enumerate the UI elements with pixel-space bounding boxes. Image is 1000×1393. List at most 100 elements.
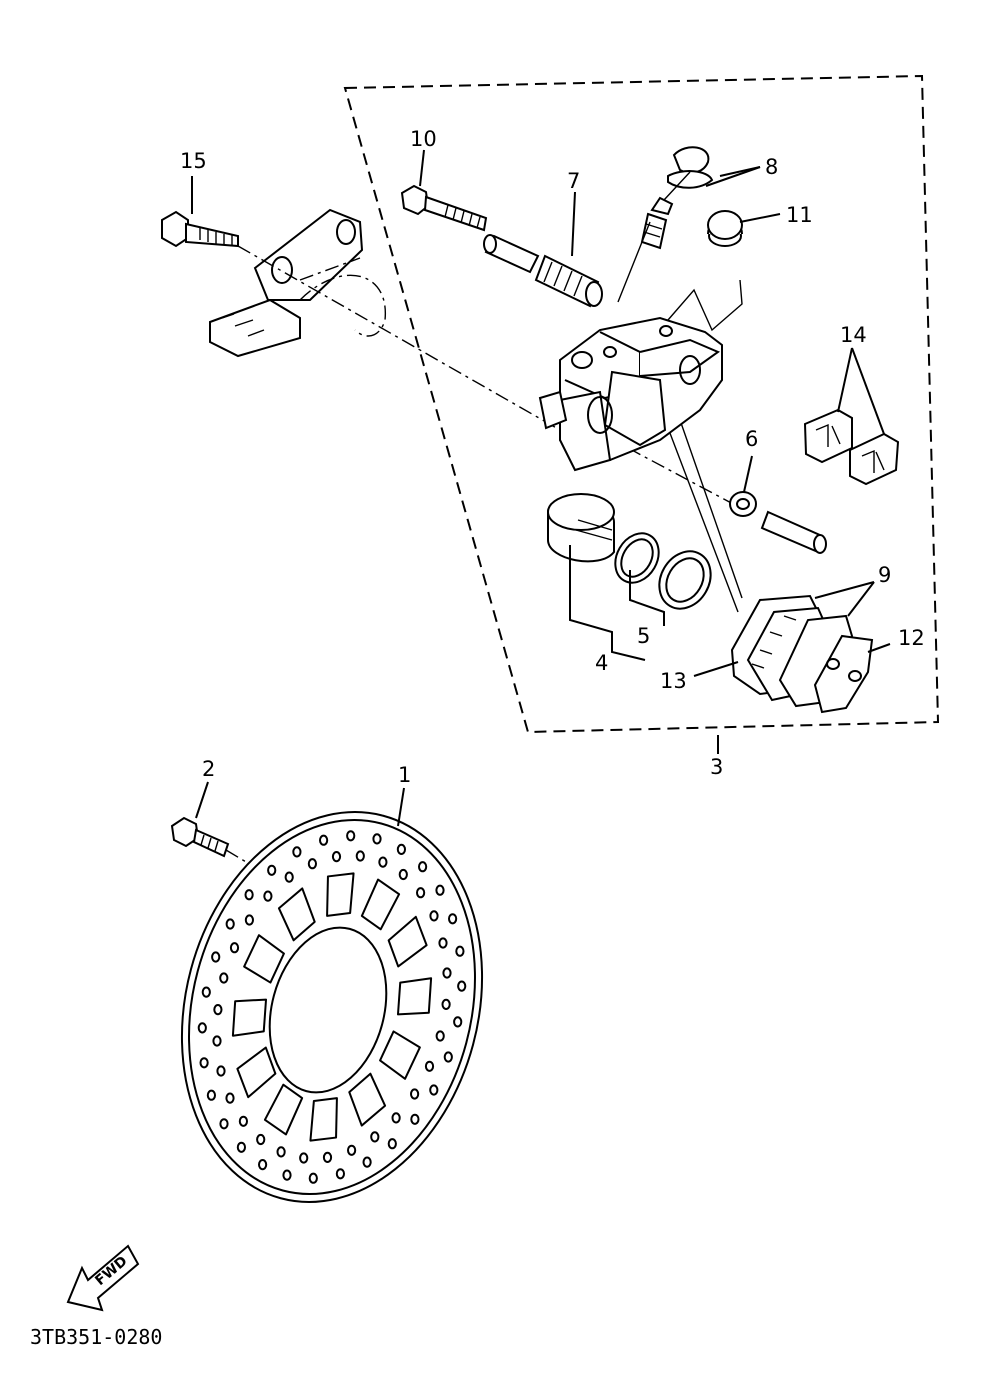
disc-hole <box>410 1088 420 1100</box>
disc-slot <box>243 934 285 984</box>
disc-hole <box>256 1133 266 1146</box>
disc-hole <box>244 889 254 901</box>
boot-part-7 <box>534 254 603 308</box>
callout-8: 8 <box>765 155 778 179</box>
disc-hole <box>216 1065 226 1077</box>
callout-7: 7 <box>567 169 580 193</box>
disc-hole <box>219 972 229 984</box>
disc-hole <box>335 1168 345 1180</box>
disc-hole <box>322 1151 333 1164</box>
seal-part-5 <box>614 532 712 610</box>
disc-hole <box>416 887 426 899</box>
brake-pad-part-9 <box>778 614 854 708</box>
disc-slot <box>379 1030 421 1080</box>
disc-hole <box>442 967 452 979</box>
shim-part-12 <box>813 634 874 714</box>
disc-hole <box>258 1159 268 1171</box>
bolt-part-15 <box>161 210 239 248</box>
disc-hole <box>197 1022 207 1034</box>
disc-hole <box>244 914 254 926</box>
disc-hole <box>211 951 221 963</box>
disc-hole <box>206 1089 216 1101</box>
callout-13: 13 <box>660 669 687 693</box>
disc-hole <box>307 858 317 870</box>
disc-hole <box>201 986 211 998</box>
disc-hole <box>319 834 329 846</box>
caliper-assembly-boundary <box>343 74 940 734</box>
disc-hole <box>453 1016 463 1028</box>
disc-hole <box>443 1051 453 1063</box>
disc-hole <box>378 856 388 868</box>
disc-slot <box>326 872 355 917</box>
disc-hole <box>370 1131 380 1143</box>
disc-hole <box>219 1118 229 1130</box>
disc-slot <box>231 998 268 1037</box>
disc-hole <box>267 864 277 876</box>
leader-lines <box>191 149 891 827</box>
caliper-bracket <box>209 208 386 358</box>
cap-part-11 <box>707 210 743 247</box>
disc-slot <box>387 915 428 968</box>
disc-slot <box>396 977 433 1016</box>
disc-hole <box>355 850 365 862</box>
caliper-body <box>538 316 723 472</box>
callout-6: 6 <box>745 427 758 451</box>
alignment-line <box>664 419 739 613</box>
disc-hole <box>347 1144 357 1156</box>
callout-12: 12 <box>898 626 925 650</box>
bolt-sleeve <box>483 234 540 274</box>
disc-slot <box>348 1072 387 1127</box>
alignment-line <box>237 245 561 431</box>
disc-hole <box>410 1113 420 1125</box>
disc-hole <box>212 1035 222 1047</box>
callout-15: 15 <box>180 149 207 173</box>
disc-hole <box>448 913 458 925</box>
disc-hole <box>429 1084 439 1096</box>
forward-arrow-icon: FWD <box>66 1244 140 1312</box>
disc-hole <box>457 980 467 992</box>
alignment-line <box>679 419 743 599</box>
disc-hole <box>429 910 439 922</box>
disc-slot <box>360 878 401 931</box>
disc-lightening-slots <box>231 872 433 1142</box>
disc-hole <box>346 830 356 842</box>
disc-hole <box>438 937 448 949</box>
disc-hole <box>362 1156 372 1168</box>
disc-slot <box>236 1046 277 1099</box>
diagram-code: 3TB351-0280 <box>30 1325 162 1349</box>
pad-spring-part-14 <box>803 408 900 486</box>
disc-slot <box>277 887 316 942</box>
callout-14: 14 <box>840 323 867 347</box>
disc-hole <box>199 1057 209 1069</box>
disc-hole <box>282 1169 292 1181</box>
disc-hole <box>299 1152 309 1164</box>
piston-part-4 <box>547 493 615 563</box>
disc-hole <box>331 851 342 863</box>
disc-hole <box>455 945 465 957</box>
alignment-line <box>627 447 736 506</box>
disc-hole <box>435 1030 445 1042</box>
disc-hole <box>441 998 451 1011</box>
disc-hole <box>276 1146 286 1158</box>
bleed-screw-part-8 <box>640 146 714 250</box>
disc-hole <box>225 918 235 930</box>
disc-hole <box>372 833 382 845</box>
bolt-part-10 <box>400 184 488 232</box>
disc-vent-holes <box>197 830 467 1184</box>
callout-3: 3 <box>710 755 723 779</box>
disc-slot <box>309 1097 338 1142</box>
disc-hole <box>284 871 294 883</box>
disc-hole <box>424 1060 435 1072</box>
disc-hole <box>418 861 428 873</box>
disc-hole <box>225 1092 235 1104</box>
disc-hole <box>292 846 302 858</box>
pin-part-6 <box>729 491 827 554</box>
disc-hole <box>396 843 406 856</box>
disc-hole <box>308 1172 318 1184</box>
disc-hole <box>236 1141 246 1153</box>
callout-11: 11 <box>786 203 813 227</box>
disc-hole <box>398 868 408 881</box>
disc-slot <box>263 1083 304 1136</box>
callout-5: 5 <box>637 624 650 648</box>
